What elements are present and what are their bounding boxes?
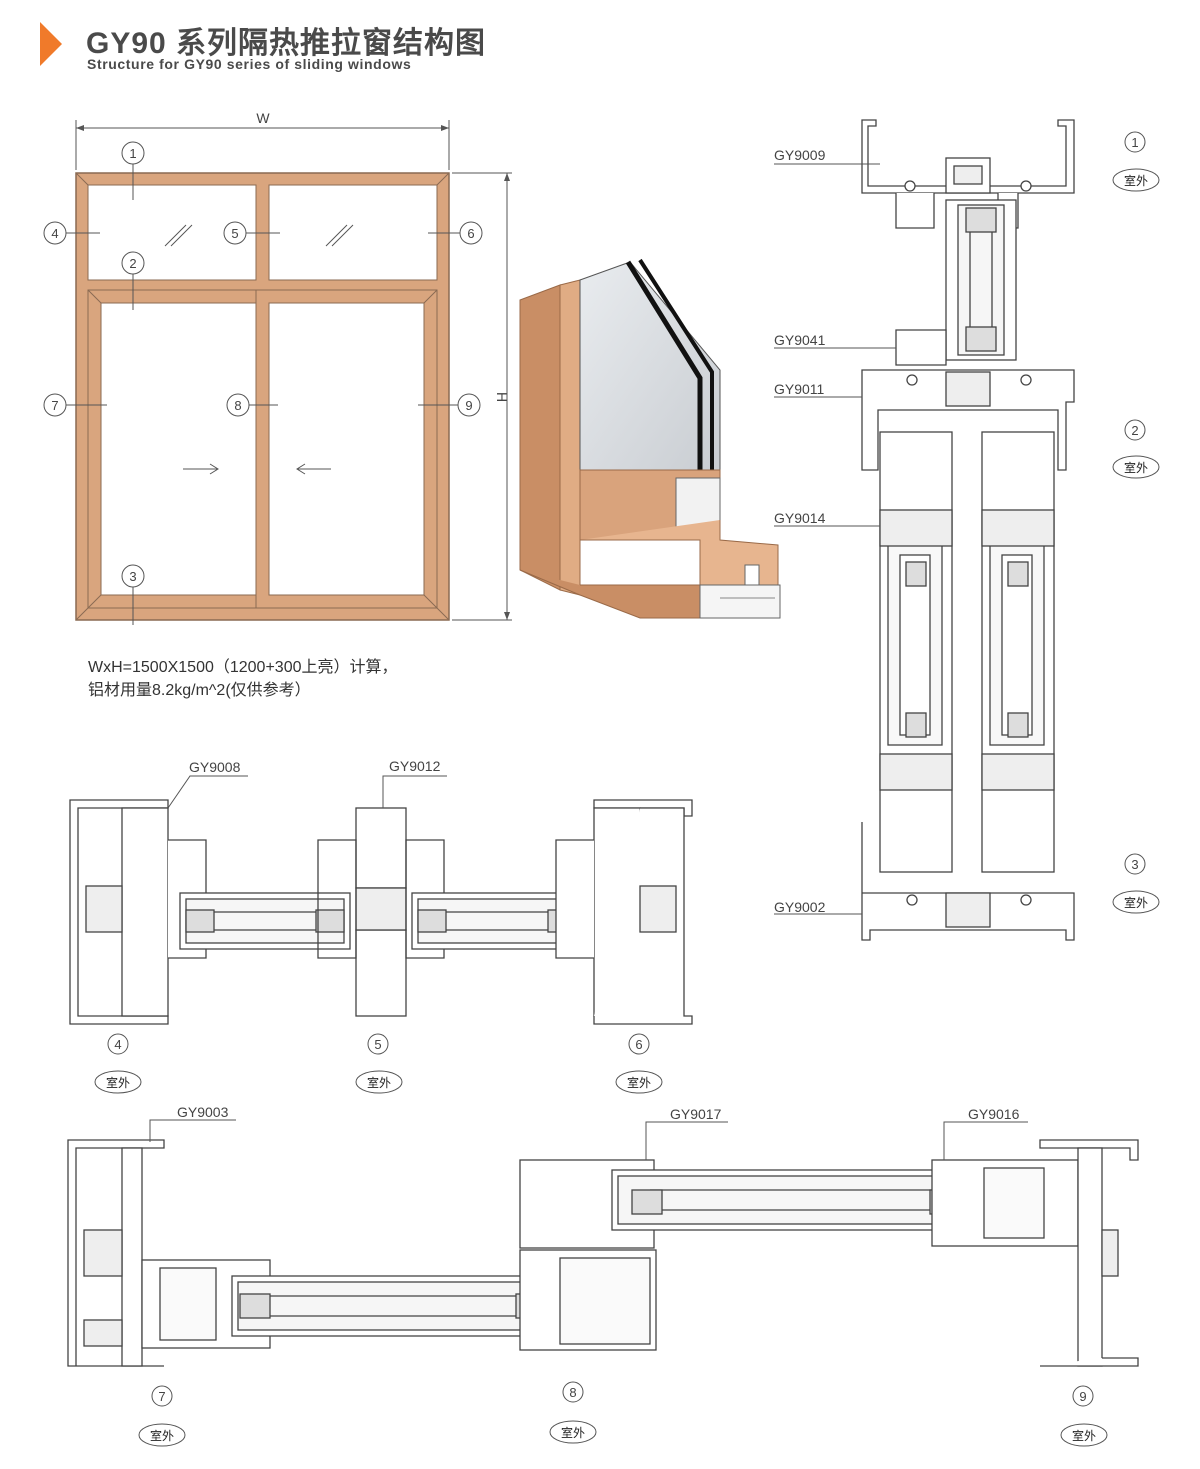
outside-label-4: 室外 bbox=[106, 1075, 130, 1090]
code-gy9009: GY9009 bbox=[774, 147, 826, 163]
section-number-3: 3 bbox=[1131, 857, 1138, 872]
note-line-1: WxH=1500X1500（1200+300上亮）计算， bbox=[88, 659, 398, 676]
code-gy9016: GY9016 bbox=[968, 1106, 1020, 1122]
section-number-6: 6 bbox=[635, 1037, 642, 1052]
elevation-callout-7: 7 bbox=[51, 398, 58, 413]
outside-label-3: 室外 bbox=[1124, 895, 1148, 910]
code-gy9012: GY9012 bbox=[389, 758, 441, 774]
outside-label-7: 室外 bbox=[150, 1428, 174, 1443]
outside-label-1: 室外 bbox=[1124, 173, 1148, 188]
width-label: W bbox=[256, 110, 270, 126]
outside-label-9: 室外 bbox=[1072, 1428, 1096, 1443]
section-number-9: 9 bbox=[1079, 1389, 1086, 1404]
page-subtitle: Structure for GY90 series of sliding win… bbox=[87, 56, 412, 72]
code-gy9011: GY9011 bbox=[774, 381, 825, 397]
window-elevation: W H bbox=[43, 110, 512, 625]
code-gy9008: GY9008 bbox=[189, 759, 241, 775]
elevation-callout-4: 4 bbox=[51, 226, 58, 241]
code-gy9002: GY9002 bbox=[774, 899, 826, 915]
elevation-callout-1: 1 bbox=[129, 146, 136, 161]
code-gy9014: GY9014 bbox=[774, 510, 826, 526]
elevation-callout-8: 8 bbox=[234, 398, 241, 413]
left-sash-glass bbox=[100, 302, 257, 596]
elevation-callout-2: 2 bbox=[129, 256, 136, 271]
sash-horizontal-section bbox=[67, 1139, 1139, 1367]
section-number-8: 8 bbox=[569, 1385, 576, 1400]
material-note: WxH=1500X1500（1200+300上亮）计算， 铝材用量8.2kg/m… bbox=[88, 656, 398, 702]
section-number-4: 4 bbox=[114, 1037, 121, 1052]
elevation-callout-5: 5 bbox=[231, 226, 238, 241]
section-number-2: 2 bbox=[1131, 423, 1138, 438]
top-light-right bbox=[268, 184, 438, 281]
right-sash-glass bbox=[268, 302, 425, 596]
code-gy9041: GY9041 bbox=[774, 332, 826, 348]
vertical-section bbox=[861, 119, 1075, 941]
outside-label-5: 室外 bbox=[367, 1075, 391, 1090]
elevation-callout-9: 9 bbox=[465, 398, 472, 413]
note-line-2: 铝材用量8.2kg/m^2(仅供参考） bbox=[88, 682, 311, 699]
outside-label-2: 室外 bbox=[1124, 460, 1148, 475]
outside-label-8: 室外 bbox=[561, 1425, 585, 1440]
outside-label-6: 室外 bbox=[627, 1075, 651, 1090]
transom-horizontal-section bbox=[69, 799, 693, 1025]
section-number-5: 5 bbox=[374, 1037, 381, 1052]
title-marker-icon bbox=[40, 22, 62, 66]
corner-render-3d bbox=[519, 258, 781, 619]
header: GY90 系列隔热推拉窗结构图 Structure for GY90 serie… bbox=[40, 18, 740, 78]
code-gy9017: GY9017 bbox=[670, 1106, 722, 1122]
section-number-1: 1 bbox=[1131, 135, 1138, 150]
height-label: H bbox=[494, 392, 510, 402]
page-title: GY90 系列隔热推拉窗结构图 bbox=[86, 27, 487, 60]
elevation-callout-6: 6 bbox=[467, 226, 474, 241]
code-gy9003: GY9003 bbox=[177, 1104, 229, 1120]
section-number-7: 7 bbox=[158, 1389, 165, 1404]
elevation-callout-3: 3 bbox=[129, 569, 136, 584]
